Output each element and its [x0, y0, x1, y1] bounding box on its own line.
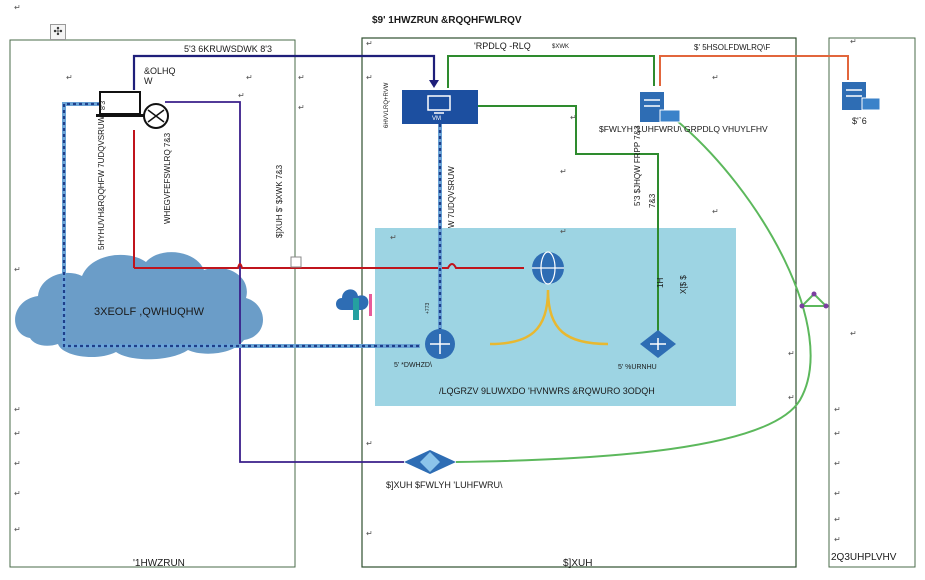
paragraph-mark: ↵	[570, 113, 577, 122]
nh-label: 1H	[656, 277, 665, 288]
triangle-icon	[799, 291, 829, 309]
firewall-icon	[336, 289, 372, 320]
rdp-shortpath-line	[132, 54, 436, 90]
paragraph-mark: ↵	[788, 393, 795, 402]
tcp-small-label: 7&3	[648, 193, 657, 208]
red-line-h	[134, 263, 524, 269]
paragraph-mark: ↵	[834, 535, 841, 544]
paragraph-mark: ↵	[14, 525, 21, 534]
paragraph-mark: ↵	[788, 349, 795, 358]
zone-onprem-border	[828, 37, 916, 568]
ad-replication-label: $' 5HSOLFDWLRQ\F	[694, 43, 771, 52]
paragraph-mark: ↵	[246, 73, 253, 82]
paragraph-mark: ↵	[834, 429, 841, 438]
gateway-broker-link	[489, 289, 609, 346]
session-host-label: 6HVVLRQ+RVW	[384, 82, 390, 128]
zone-azure-label: $]XUH	[563, 558, 593, 569]
client-tcp-label: WHEGVFEFSWLRQ 7&3	[163, 132, 172, 224]
diagram-title: $9' 1HWZRUN &RQQHFWLRQV	[372, 15, 522, 26]
web-access-icon	[532, 251, 564, 285]
vm-label: VM	[432, 116, 441, 122]
xpas-label: X[$ $	[679, 275, 688, 294]
paragraph-mark: ↵	[850, 329, 857, 338]
domain-join-line	[447, 55, 655, 88]
client-label: &OLHQ	[144, 66, 176, 76]
onprem-ad-server-icon	[842, 82, 881, 111]
internet-cloud	[15, 252, 263, 360]
rd-gateway-icon	[425, 329, 455, 359]
zone-left-label: '1HWZRUN	[133, 558, 185, 569]
domain-controller-icon	[640, 92, 681, 123]
client-device-icon	[96, 91, 169, 129]
paragraph-mark: ↵	[560, 227, 567, 236]
rd-broker-icon	[640, 330, 676, 358]
vm-transport-label: W 7UDQVSRUW	[447, 166, 456, 228]
paragraph-mark: ↵	[14, 459, 21, 468]
paragraph-mark: ↵	[366, 529, 373, 538]
azure-ad-icon	[404, 450, 456, 474]
paragraph-mark: ↵	[14, 489, 21, 498]
paragraph-mark: ↵	[14, 3, 21, 12]
paragraph-mark: ↵	[366, 39, 373, 48]
rd-gateway-label: 5' *DWHZD\	[394, 362, 432, 369]
onprem-ad-label: $'`6	[852, 116, 867, 126]
paragraph-mark: ↵	[834, 405, 841, 414]
rdp-vertical-label: 8'3	[100, 100, 107, 110]
paragraph-mark: ↵	[834, 489, 841, 498]
vm-icon	[402, 90, 478, 124]
agent-line	[478, 105, 659, 334]
purple-line-bottom	[239, 340, 404, 463]
paragraph-mark: ↵	[66, 73, 73, 82]
purple-line-top	[165, 101, 241, 340]
move-handle-icon[interactable]: ✣	[50, 24, 66, 40]
paragraph-mark: ↵	[560, 167, 567, 176]
paragraph-mark: ↵	[14, 265, 21, 274]
zone-onprem-label: 2Q3UHPLVHV	[831, 552, 897, 563]
paragraph-mark: ↵	[712, 207, 719, 216]
https-label: +773	[425, 302, 431, 314]
domain-join-label: 'RPDLQ -RLQ	[474, 41, 531, 51]
rd-broker-label: 5' %URNHU	[618, 364, 657, 371]
reverse-connect-label: 5HYHUVH&RQQHFW 7UDQVSRUW	[97, 115, 106, 250]
paragraph-mark: ↵	[238, 91, 245, 100]
paragraph-mark: ↵	[14, 429, 21, 438]
paragraph-mark: ↵	[366, 439, 373, 448]
paragraph-mark: ↵	[850, 37, 857, 46]
azure-ad-auth-curve	[455, 119, 812, 463]
dc-services-label: $FWLYH 'LUHFWRU\ GRPDLQ VHUYLFHV	[599, 124, 768, 134]
zone-left-border	[9, 39, 296, 568]
client-label-2: W	[144, 76, 153, 86]
public-internet-label: 3XEOLF ,QWHUQHW	[94, 306, 205, 318]
paragraph-mark: ↵	[712, 73, 719, 82]
vnet-label: /LQGRZV 9LUWXDO 'HVNWRS &RQWURO 3ODQH	[439, 386, 655, 396]
paragraph-mark: ↵	[298, 73, 305, 82]
junction-box	[290, 256, 302, 268]
paragraph-mark: ↵	[298, 103, 305, 112]
domain-auth-label: $XWK	[552, 44, 570, 50]
rdp-shortpath-label: 5'3 6KRUWSDWK 8'3	[184, 44, 272, 54]
ad-replication-line	[659, 55, 849, 86]
paragraph-mark: ↵	[366, 73, 373, 82]
azure-ad-auth-label: $]XUH $' $XWK 7&3	[275, 164, 284, 238]
azure-ad-label: $]XUH $FWLYH 'LUHFWRU\	[386, 480, 503, 490]
paragraph-mark: ↵	[834, 515, 841, 524]
paragraph-mark: ↵	[834, 459, 841, 468]
rdp-agent-label: 5'3 $JHQW FRPP 7&3	[633, 125, 642, 206]
paragraph-mark: ↵	[14, 405, 21, 414]
paragraph-mark: ↵	[390, 233, 397, 242]
